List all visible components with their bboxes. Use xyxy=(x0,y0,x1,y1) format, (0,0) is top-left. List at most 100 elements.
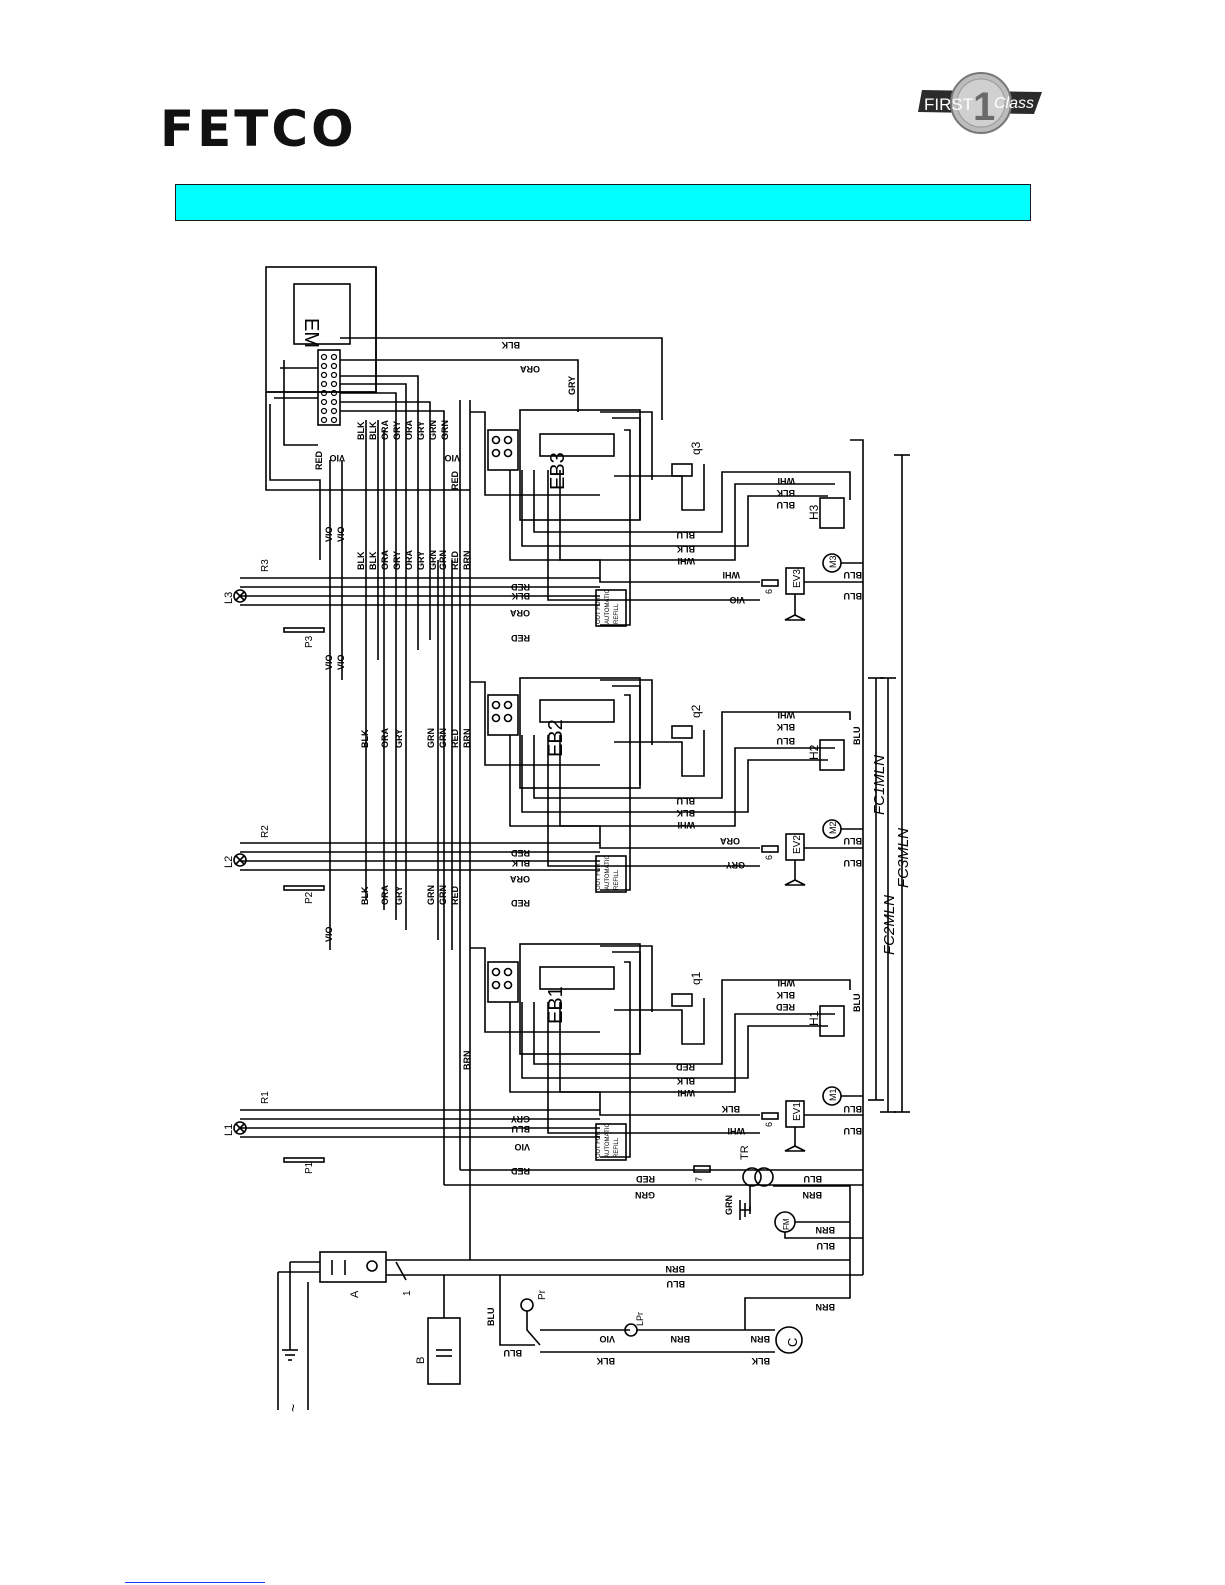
svg-text:OUT FOR: OUT FOR xyxy=(596,1130,602,1158)
fc2mln-label: FC2MLN xyxy=(881,895,898,955)
p3-label: P3 xyxy=(304,635,315,648)
lpr-label: LPr xyxy=(635,1312,645,1326)
svg-text:BRN: BRN xyxy=(751,1334,771,1344)
svg-text:WHI: WHI xyxy=(778,978,796,988)
svg-text:BRN: BRN xyxy=(803,1190,823,1200)
svg-text:WHI: WHI xyxy=(678,820,696,830)
fm-label: FM xyxy=(782,1218,791,1230)
svg-text:RED: RED xyxy=(510,898,530,908)
em-module: EM xyxy=(265,266,663,560)
svg-text:GRN: GRN xyxy=(635,1190,655,1200)
svg-text:BLU: BLU xyxy=(852,727,862,746)
svg-text:VIO: VIO xyxy=(444,453,460,463)
svg-text:VIO: VIO xyxy=(514,1142,530,1152)
svg-text:REFILL: REFILL xyxy=(614,1137,620,1158)
svg-text:BLU: BLU xyxy=(844,570,863,580)
compressor-label: C xyxy=(785,1338,800,1347)
svg-text:ORA: ORA xyxy=(404,420,414,441)
svg-text:AUTOMATIC: AUTOMATIC xyxy=(605,1123,611,1158)
svg-text:RED: RED xyxy=(450,470,460,490)
fc3mln-label: FC3MLN xyxy=(895,828,912,888)
svg-text:ORA: ORA xyxy=(404,550,414,571)
svg-text:VIO: VIO xyxy=(324,526,334,542)
svg-text:BLK: BLK xyxy=(501,340,520,350)
svg-text:RED: RED xyxy=(510,582,530,592)
svg-text:OUT FOR: OUT FOR xyxy=(596,596,602,624)
left-group-2: L2 R2 P2 xyxy=(223,825,600,904)
svg-text:VIO: VIO xyxy=(729,595,745,605)
svg-text:ORA: ORA xyxy=(380,420,390,441)
r1-label: R1 xyxy=(260,1091,271,1104)
badge-class: Class xyxy=(994,95,1034,112)
ev3-label: EV3 xyxy=(792,569,803,588)
svg-text:ORA: ORA xyxy=(510,608,531,618)
svg-text:BLU: BLU xyxy=(677,530,696,540)
svg-text:BLU: BLU xyxy=(667,1279,686,1289)
svg-text:BLU: BLU xyxy=(844,1126,863,1136)
fuse3-label: 6 xyxy=(764,589,774,594)
svg-text:GRY: GRY xyxy=(392,551,402,570)
svg-text:BLK: BLK xyxy=(368,551,378,570)
svg-text:GRY: GRY xyxy=(416,421,426,440)
model-brackets: FC1MLN FC2MLN FC3MLN xyxy=(868,454,912,1113)
svg-text:ORA: ORA xyxy=(720,836,741,846)
svg-text:BLU: BLU xyxy=(804,1174,823,1184)
svg-text:BRN: BRN xyxy=(462,1051,472,1071)
svg-text:BLK: BLK xyxy=(776,488,795,498)
svg-text:RED: RED xyxy=(675,1062,695,1072)
fetco-logo: FETCO xyxy=(160,100,357,158)
svg-text:BLU: BLU xyxy=(844,591,863,601)
switch-label: 1 xyxy=(402,1290,413,1296)
svg-text:BLK: BLK xyxy=(511,858,530,868)
svg-text:GRN: GRN xyxy=(438,885,448,905)
svg-text:BLU: BLU xyxy=(677,796,696,806)
svg-text:GRN: GRN xyxy=(426,728,436,748)
svg-text:BLK: BLK xyxy=(676,808,695,818)
l3-label: L3 xyxy=(223,592,235,604)
p1-label: P1 xyxy=(304,1161,315,1174)
svg-text:BLU: BLU xyxy=(844,1104,863,1114)
h2-label: H2 xyxy=(807,744,821,760)
l1-label: L1 xyxy=(223,1124,235,1136)
svg-text:BRN: BRN xyxy=(816,1225,836,1235)
svg-text:BLU: BLU xyxy=(486,1308,496,1327)
svg-text:ORA: ORA xyxy=(380,885,390,906)
pr-label: Pr xyxy=(537,1289,548,1300)
svg-text:VIO: VIO xyxy=(324,654,334,670)
stage-1: EB1 q1 H1 EV1 M1 OUT FOR AUTOMATIC REFIL… xyxy=(470,943,863,1161)
svg-text:GRN: GRN xyxy=(426,885,436,905)
svg-text:VIO: VIO xyxy=(329,453,345,463)
svg-text:GRN: GRN xyxy=(724,1195,734,1215)
svg-text:BLU: BLU xyxy=(777,500,796,510)
svg-text:WHI: WHI xyxy=(678,556,696,566)
svg-text:VIO: VIO xyxy=(336,654,346,670)
eb3-label: EB3 xyxy=(547,452,569,490)
svg-text:GRY: GRY xyxy=(392,421,402,440)
svg-text:BLK: BLK xyxy=(360,729,370,748)
svg-text:BLK: BLK xyxy=(511,591,530,601)
svg-text:RED: RED xyxy=(510,848,530,858)
h1-label: H1 xyxy=(807,1010,821,1026)
q3-label: q3 xyxy=(689,441,703,455)
svg-text:REFILL: REFILL xyxy=(614,869,620,890)
ev1-label: EV1 xyxy=(792,1102,803,1121)
svg-text:BRN: BRN xyxy=(666,1264,686,1274)
m3-label: M3 xyxy=(828,555,838,568)
svg-text:AUTOMATIC: AUTOMATIC xyxy=(605,855,611,890)
svg-text:WHI: WHI xyxy=(723,570,741,580)
footer-link-underline[interactable] xyxy=(125,1582,265,1583)
svg-text:BLU: BLU xyxy=(844,858,863,868)
ev2-label: EV2 xyxy=(792,835,803,854)
svg-text:WHI: WHI xyxy=(678,1088,696,1098)
fuse2-label: 6 xyxy=(764,855,774,860)
svg-text:BRN: BRN xyxy=(671,1334,691,1344)
svg-text:RED: RED xyxy=(510,1166,530,1176)
svg-text:ORA: ORA xyxy=(380,728,390,749)
stage-2: EB2 q2 H2 EV2 M2 OUT FOR AUTOMATIC REFIL… xyxy=(470,677,863,893)
svg-text:RED: RED xyxy=(450,885,460,905)
svg-text:WHI: WHI xyxy=(778,710,796,720)
svg-text:BRN: BRN xyxy=(462,729,472,749)
svg-text:RED: RED xyxy=(510,633,530,643)
harness-vertical xyxy=(329,400,471,1260)
